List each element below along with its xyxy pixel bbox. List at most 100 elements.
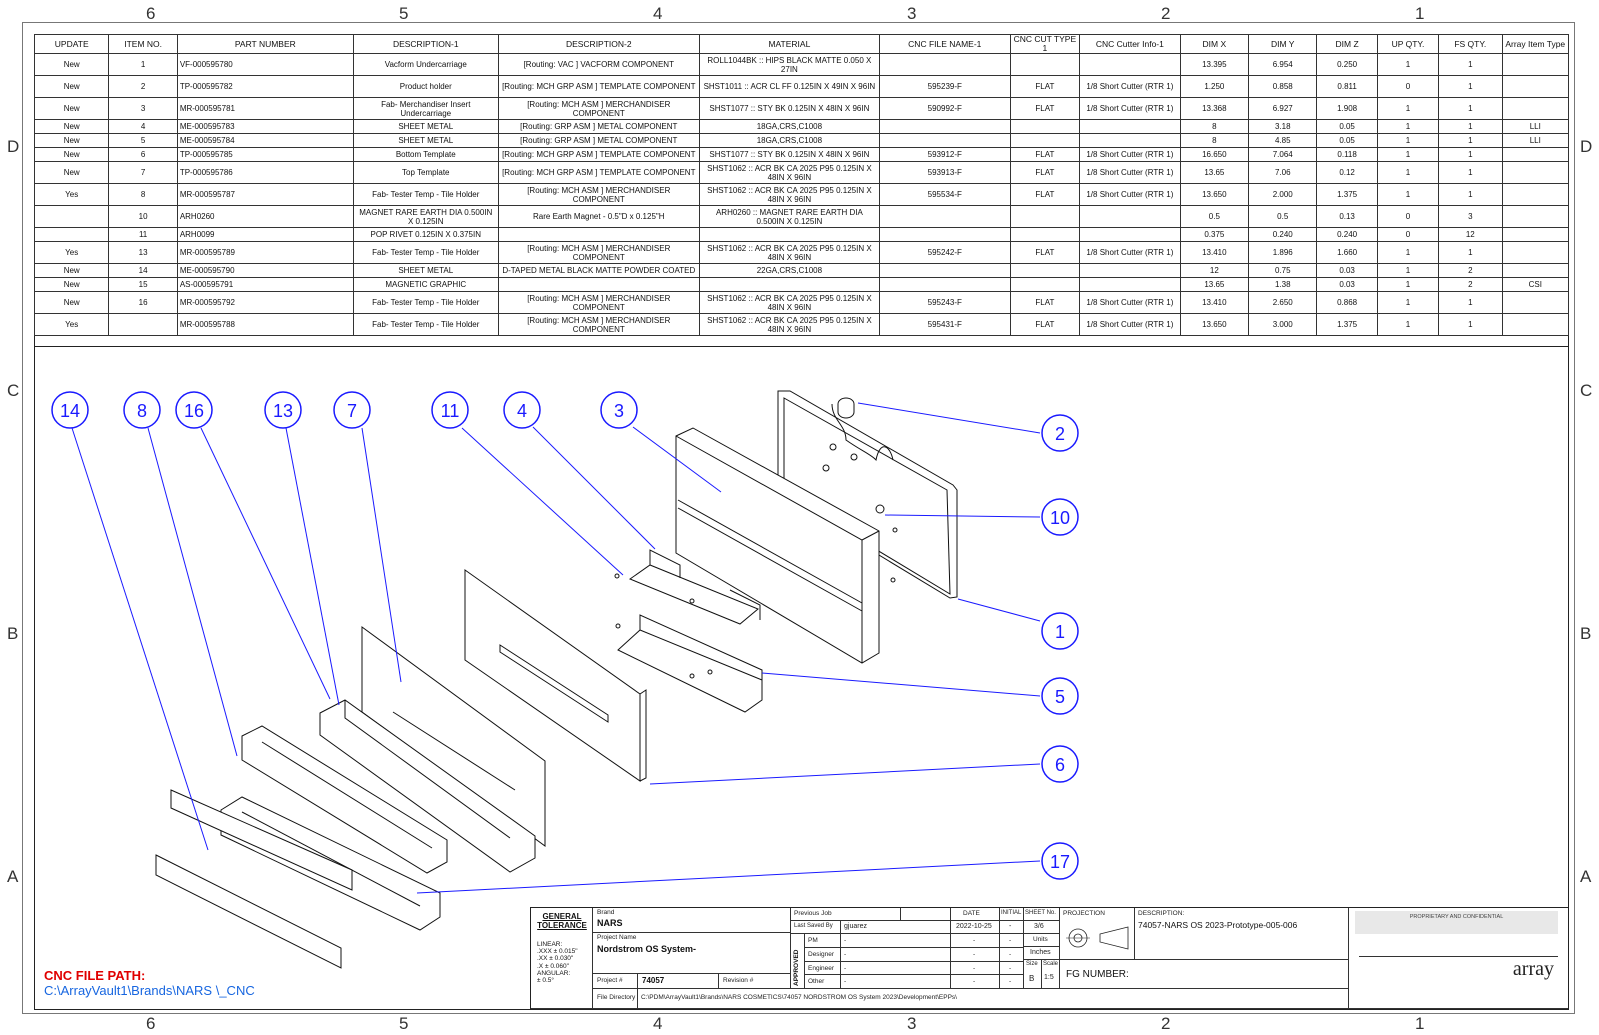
last-saved-initial: - — [1009, 923, 1012, 930]
zone-label-right-c: C — [1580, 381, 1593, 400]
approval-role-cell: Designer — [805, 947, 841, 962]
balloon-13: 13 — [273, 401, 293, 421]
fg-number-cell: FG NUMBER: — [1060, 960, 1349, 989]
scale-label: Scale — [1043, 961, 1059, 967]
bom-cell: 0 — [1376, 205, 1440, 228]
bom-cell: 7 — [108, 161, 178, 184]
scale-cell: Scale 1:5 — [1042, 960, 1060, 989]
zone-label-left-d: D — [7, 137, 20, 156]
approval-name: - — [844, 978, 847, 986]
project-number-cell: 74057 — [638, 974, 719, 989]
bom-cell: [Routing: MCH ASM ] MERCHANDISER COMPONE… — [497, 291, 700, 314]
zone-label-top-5: 5 — [399, 4, 409, 23]
project-number-value: 74057 — [642, 976, 665, 985]
balloon-6: 6 — [1055, 755, 1065, 775]
tolerance-line: .X ± 0.060" — [537, 962, 569, 970]
file-directory-label-cell: File Directory — [593, 989, 638, 1009]
title-block: GENERAL TOLERANCE LINEAR: .XXX ± 0.015" … — [530, 907, 1569, 1010]
bom-cell: 1 — [1438, 313, 1503, 336]
approval-initial: - — [1009, 964, 1012, 972]
approval-date-cell: - — [951, 947, 1000, 962]
initial-header-cell: INITIAL — [1000, 908, 1024, 921]
zone-label-top-2: 2 — [1161, 4, 1171, 23]
zone-label-right-d: D — [1580, 137, 1593, 156]
bom-cell: [Routing: MCH ASM ] MERCHANDISER COMPONE… — [497, 313, 700, 336]
bom-cell: FLAT — [1009, 313, 1081, 336]
balloon-4: 4 — [517, 401, 527, 421]
zone-label-top-4: 4 — [653, 4, 663, 23]
zone-label-top-3: 3 — [907, 4, 917, 23]
approval-name-cell: - — [841, 934, 951, 948]
units-label-cell: Units — [1024, 934, 1060, 947]
approval-date: - — [973, 964, 976, 972]
balloon-10: 10 — [1050, 508, 1070, 528]
part-metal-bracket-5 — [617, 614, 763, 713]
projection-cell: PROJECTION — [1060, 908, 1135, 960]
logo-rule — [1359, 956, 1558, 957]
bom-cell: 0.5 — [1248, 205, 1318, 228]
zone-label-bottom-6: 6 — [146, 1014, 156, 1033]
project-name-label: Project Name — [597, 934, 637, 941]
balloon-7: 7 — [347, 401, 357, 421]
zone-label-left-c: C — [7, 381, 20, 400]
approval-date: - — [973, 978, 976, 986]
zone-label-right-b: B — [1580, 624, 1592, 643]
initial-header: INITIAL — [1001, 910, 1022, 916]
zone-label-bottom-1: 1 — [1415, 1014, 1425, 1033]
last-saved-value: gjuarez — [844, 923, 867, 930]
approval-role: PM — [808, 937, 818, 944]
bom-cell: 1 — [1376, 313, 1440, 336]
sheet-cell: 3/6 — [1024, 921, 1060, 934]
part-metal-strip-14a — [170, 789, 353, 891]
approval-initial-cell: - — [1000, 961, 1024, 976]
bom-cell: 595431-F — [878, 313, 1011, 336]
zone-label-right-a: A — [1580, 867, 1592, 886]
last-saved-cell: gjuarez — [841, 921, 951, 934]
bom-cell — [1501, 313, 1569, 336]
approval-initial-cell: - — [1000, 934, 1024, 948]
zone-label-top-6: 6 — [146, 4, 156, 23]
approval-name-cell: - — [841, 947, 951, 962]
cnc-file-path-title: CNC FILE PATH: — [44, 968, 146, 983]
approval-date-cell: - — [951, 975, 1000, 989]
projection-label: PROJECTION — [1063, 910, 1105, 917]
revision-label: Revision # — [723, 977, 754, 984]
project-name-cell: Project Name Nordstrom OS System- — [593, 933, 791, 974]
approval-date: - — [973, 937, 976, 944]
part-tile-holder-16 — [241, 725, 448, 874]
brand-label: Brand — [597, 909, 615, 916]
balloon-1: 1 — [1055, 622, 1065, 642]
part-merchandiser-box — [675, 427, 880, 664]
zone-label-left-b: B — [7, 624, 19, 643]
table-drawing-divider — [34, 346, 1569, 347]
approval-initial-cell: - — [1000, 975, 1024, 989]
zone-label-top-1: 1 — [1415, 4, 1425, 23]
previous-job-label-cell: Previous Job — [791, 908, 901, 921]
approval-role: Other — [808, 978, 825, 986]
company-logo: array — [1512, 958, 1554, 980]
balloon-leaders — [71, 402, 1041, 894]
brand-value: NARS — [597, 918, 623, 928]
balloon-8: 8 — [137, 401, 147, 421]
bom-cell: FLAT — [1009, 75, 1081, 98]
previous-job-label: Previous Job — [794, 910, 832, 917]
part-metal-bracket-4 — [628, 549, 761, 625]
balloon-numbers: 14 8 16 13 7 11 4 3 2 10 1 5 6 17 — [60, 401, 1070, 872]
cnc-file-path-value: C:\ArrayVault1\Brands\NARS \_CNC — [44, 983, 255, 998]
brand-cell: Brand NARS — [593, 908, 791, 933]
projection-symbol-icon — [1066, 926, 1129, 950]
part-bottom-template — [464, 569, 647, 782]
file-directory-cell: C:\PDM\ArrayVault1\Brands\NARS COSMETICS… — [638, 989, 1349, 1009]
approval-name: - — [844, 937, 847, 944]
approval-date-cell: - — [951, 934, 1000, 948]
item-balloons — [51, 391, 1079, 880]
